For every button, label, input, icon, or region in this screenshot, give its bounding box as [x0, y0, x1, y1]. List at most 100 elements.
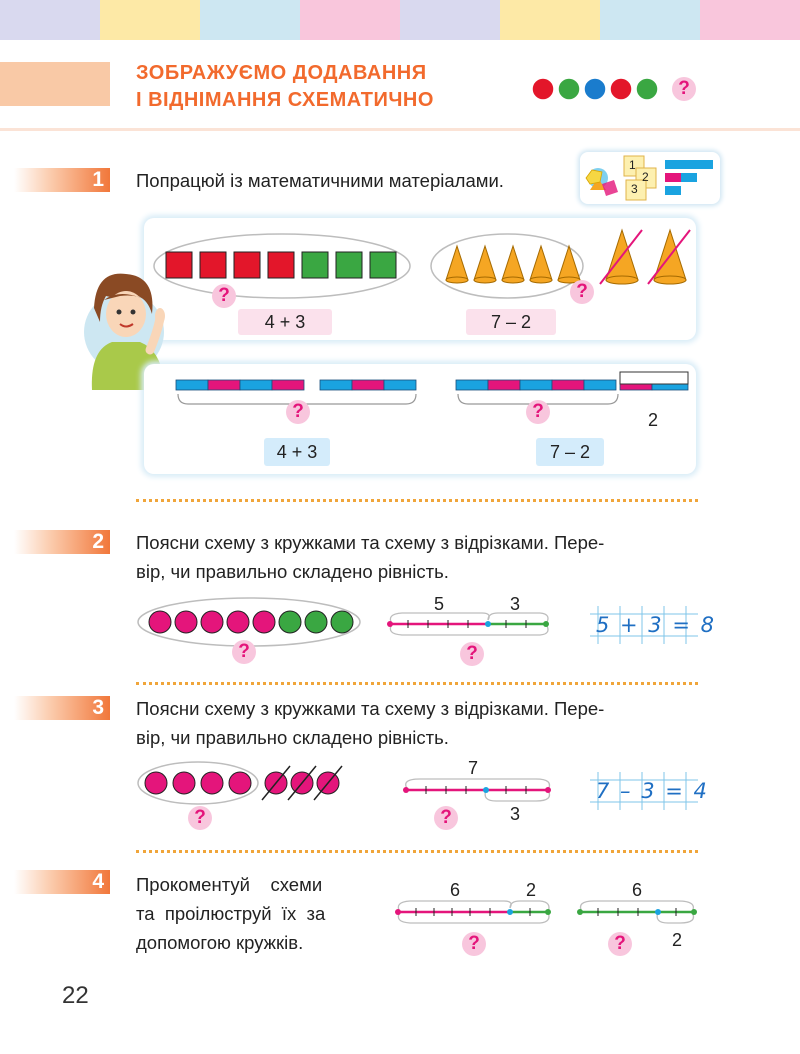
cones-group [430, 228, 691, 299]
task-number-tab: 3 [14, 696, 110, 720]
red-square [165, 251, 193, 279]
expression-label: 4 + 3 [238, 309, 332, 335]
task2-line-1: Поясни схему з кружками та схему з відрі… [136, 532, 605, 553]
circles-scheme [137, 597, 361, 647]
stripe [400, 0, 500, 40]
expression-label: 7 – 2 [466, 309, 556, 335]
question-icon: ? [188, 806, 212, 830]
title-band [0, 62, 110, 106]
cross-line [647, 229, 691, 285]
green-circle [278, 610, 302, 634]
task3-text: Поясни схему з кружками та схему з відрі… [136, 694, 702, 752]
task4-line-2: та проілюструй їх за [136, 903, 326, 924]
cross-line [599, 229, 643, 285]
task4-line-1: Прокоментуй схеми [136, 874, 323, 895]
green-square [369, 251, 397, 279]
segment-label: 6 [632, 880, 643, 900]
question-icon: ? [212, 284, 236, 308]
stripe [200, 0, 300, 40]
section-divider [136, 850, 698, 853]
bar-middle [319, 379, 417, 391]
top-stripes [0, 0, 800, 40]
expression-label: 7 – 2 [536, 438, 604, 466]
task3-line-1: Поясни схему з кружками та схему з відрі… [136, 698, 605, 719]
green-square [301, 251, 329, 279]
question-icon: ? [672, 77, 696, 101]
pink-circle [252, 610, 276, 634]
red-square [199, 251, 227, 279]
task3-line-2: вір, чи правильно складено рівність. [136, 727, 449, 748]
task-number-tab: 1 [14, 168, 110, 192]
dot [531, 77, 555, 101]
removed-part [619, 371, 689, 385]
red-square [267, 251, 295, 279]
question-icon: ? [526, 400, 550, 424]
segment-label: 2 [526, 880, 537, 900]
pink-circle [148, 610, 172, 634]
materials-drawing [585, 155, 713, 201]
segment-label: 3 [510, 594, 521, 614]
task-number: 1 [92, 168, 104, 191]
stripe [100, 0, 200, 40]
segment-label: 3 [510, 804, 521, 824]
colored-dots-icon [531, 77, 659, 101]
stripe [0, 0, 100, 40]
section-divider [136, 499, 698, 502]
page-title: ЗОБРАЖУЄМО ДОДАВАННЯ І ВІДНІМАННЯ СХЕМАТ… [136, 60, 516, 114]
page-number: 22 [62, 982, 89, 1009]
expression-label: 4 + 3 [264, 438, 330, 466]
equation-text: 7 – 3 = 4 [596, 779, 709, 803]
dot [609, 77, 633, 101]
segment-label: 7 [468, 758, 479, 778]
segment-label: 2 [672, 930, 683, 950]
question-icon: ? [608, 932, 632, 956]
squares-group [153, 233, 411, 299]
stripe [300, 0, 400, 40]
stripe [700, 0, 800, 40]
pink-circle [226, 610, 250, 634]
bar-left [175, 379, 305, 391]
task-number: 4 [92, 870, 104, 893]
task2-line-2: вір, чи правильно складено рівність. [136, 561, 449, 582]
header-dots: ? [530, 76, 710, 106]
bar-right [455, 379, 689, 391]
green-circle [304, 610, 328, 634]
bars-scheme [175, 371, 689, 405]
segment-scheme [387, 612, 549, 636]
section-divider [136, 682, 698, 685]
title-line-1: ЗОБРАЖУЄМО ДОДАВАННЯ [136, 62, 427, 84]
green-circle [330, 610, 354, 634]
pink-circle [228, 771, 252, 795]
cross-line [261, 765, 291, 801]
segment-label: 5 [434, 594, 445, 614]
removed-count: 2 [648, 410, 659, 430]
green-square [335, 251, 363, 279]
pink-circle [172, 771, 196, 795]
pink-circle [144, 771, 168, 795]
pink-circle [200, 610, 224, 634]
red-square [233, 251, 261, 279]
math-materials-icon: 1 2 3 [580, 152, 720, 204]
equation-text: 5 + 3 = 8 [596, 613, 716, 637]
dot [583, 77, 607, 101]
header-divider [0, 128, 800, 131]
task-number: 2 [92, 530, 104, 553]
segment-scheme [395, 900, 551, 924]
segment-scheme [577, 900, 697, 924]
question-icon: ? [232, 640, 256, 664]
dot [557, 77, 581, 101]
task2-text: Поясни схему з кружками та схему з відрі… [136, 528, 702, 586]
pink-circle [200, 771, 224, 795]
card-3: 3 [631, 182, 638, 196]
card-1: 1 [629, 158, 636, 172]
task-number-tab: 4 [14, 870, 110, 894]
task4-line-3: допомогою кружків. [136, 932, 304, 953]
task-number: 3 [92, 696, 104, 719]
task1-text: Попрацюй із математичними матеріалами. [136, 170, 504, 191]
cone [445, 228, 687, 285]
equation-grid [590, 606, 698, 644]
question-icon: ? [460, 642, 484, 666]
task4-text: Прокоментуй схеми та проілюструй їх за д… [136, 870, 366, 957]
title-line-2: І ВІДНІМАННЯ СХЕМАТИЧНО [136, 89, 434, 111]
question-icon: ? [286, 400, 310, 424]
